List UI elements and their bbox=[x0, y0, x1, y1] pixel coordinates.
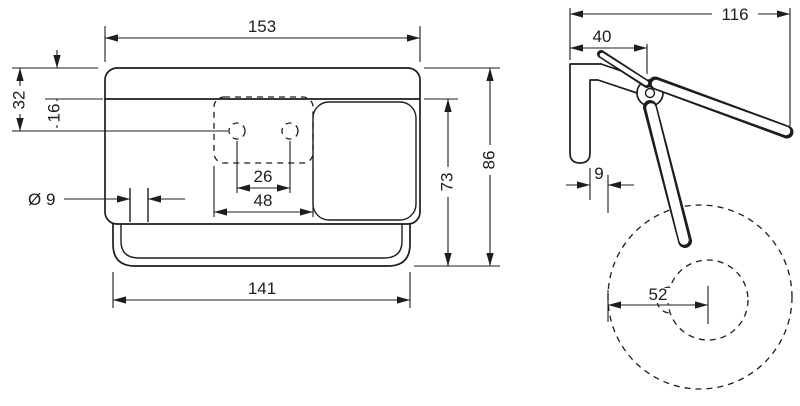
dim-label-bar-width: 141 bbox=[248, 279, 276, 298]
dim-inner-height: 73 bbox=[437, 99, 457, 266]
body-outline bbox=[104, 67, 421, 225]
dim-plate-width: 48 bbox=[213, 166, 314, 217]
dim-hole-offset: 32 bbox=[9, 68, 29, 131]
dim-label-total-depth: 116 bbox=[721, 5, 748, 24]
dim-label-hole-offset: 32 bbox=[9, 91, 28, 110]
dim-label-lid-height: 16 bbox=[44, 104, 63, 123]
dim-top-width: 153 bbox=[104, 17, 421, 62]
dim-label-bracket-depth: 40 bbox=[593, 27, 612, 46]
dim-roll-center-offset: 52 bbox=[607, 285, 709, 324]
side-view bbox=[569, 50, 794, 390]
dim-label-inner-height: 73 bbox=[437, 173, 456, 192]
dim-bracket-depth: 40 bbox=[570, 27, 648, 74]
dim-label-hole-spacing: 26 bbox=[254, 167, 273, 186]
screw-hole-left bbox=[228, 122, 246, 140]
paper-roll-dashed bbox=[607, 204, 793, 390]
dim-label-hole-diameter: Ø 9 bbox=[28, 190, 55, 209]
screw-hole-right bbox=[281, 122, 299, 140]
side-view-dimensions: 116 40 9 52 bbox=[566, 5, 791, 324]
front-view bbox=[104, 67, 421, 267]
bar-outer bbox=[112, 223, 411, 267]
paper-end-curl bbox=[656, 286, 671, 314]
dim-hole-spacing: 26 bbox=[236, 141, 291, 193]
front-view-dimensions: 153 16 32 Ø 9 26 bbox=[9, 17, 500, 308]
dim-total-depth: 116 bbox=[569, 5, 791, 126]
wall-bracket-outline bbox=[569, 63, 638, 164]
recess-outline bbox=[312, 101, 417, 221]
dim-wall-gap: 9 bbox=[566, 164, 634, 213]
dim-label-wall-gap: 9 bbox=[594, 164, 603, 183]
dim-label-roll-center-offset: 52 bbox=[649, 285, 668, 304]
dim-label-top-width: 153 bbox=[248, 17, 276, 36]
dim-total-height: 86 bbox=[479, 68, 499, 266]
dim-bar-width: 141 bbox=[112, 272, 411, 308]
bar-inner bbox=[120, 224, 403, 259]
dim-label-total-height: 86 bbox=[479, 151, 498, 170]
dim-label-plate-width: 48 bbox=[254, 191, 273, 210]
dim-hole-diameter: Ø 9 bbox=[28, 190, 185, 209]
hinge-pin bbox=[644, 87, 656, 99]
dim-lid-height: 16 bbox=[44, 50, 64, 128]
